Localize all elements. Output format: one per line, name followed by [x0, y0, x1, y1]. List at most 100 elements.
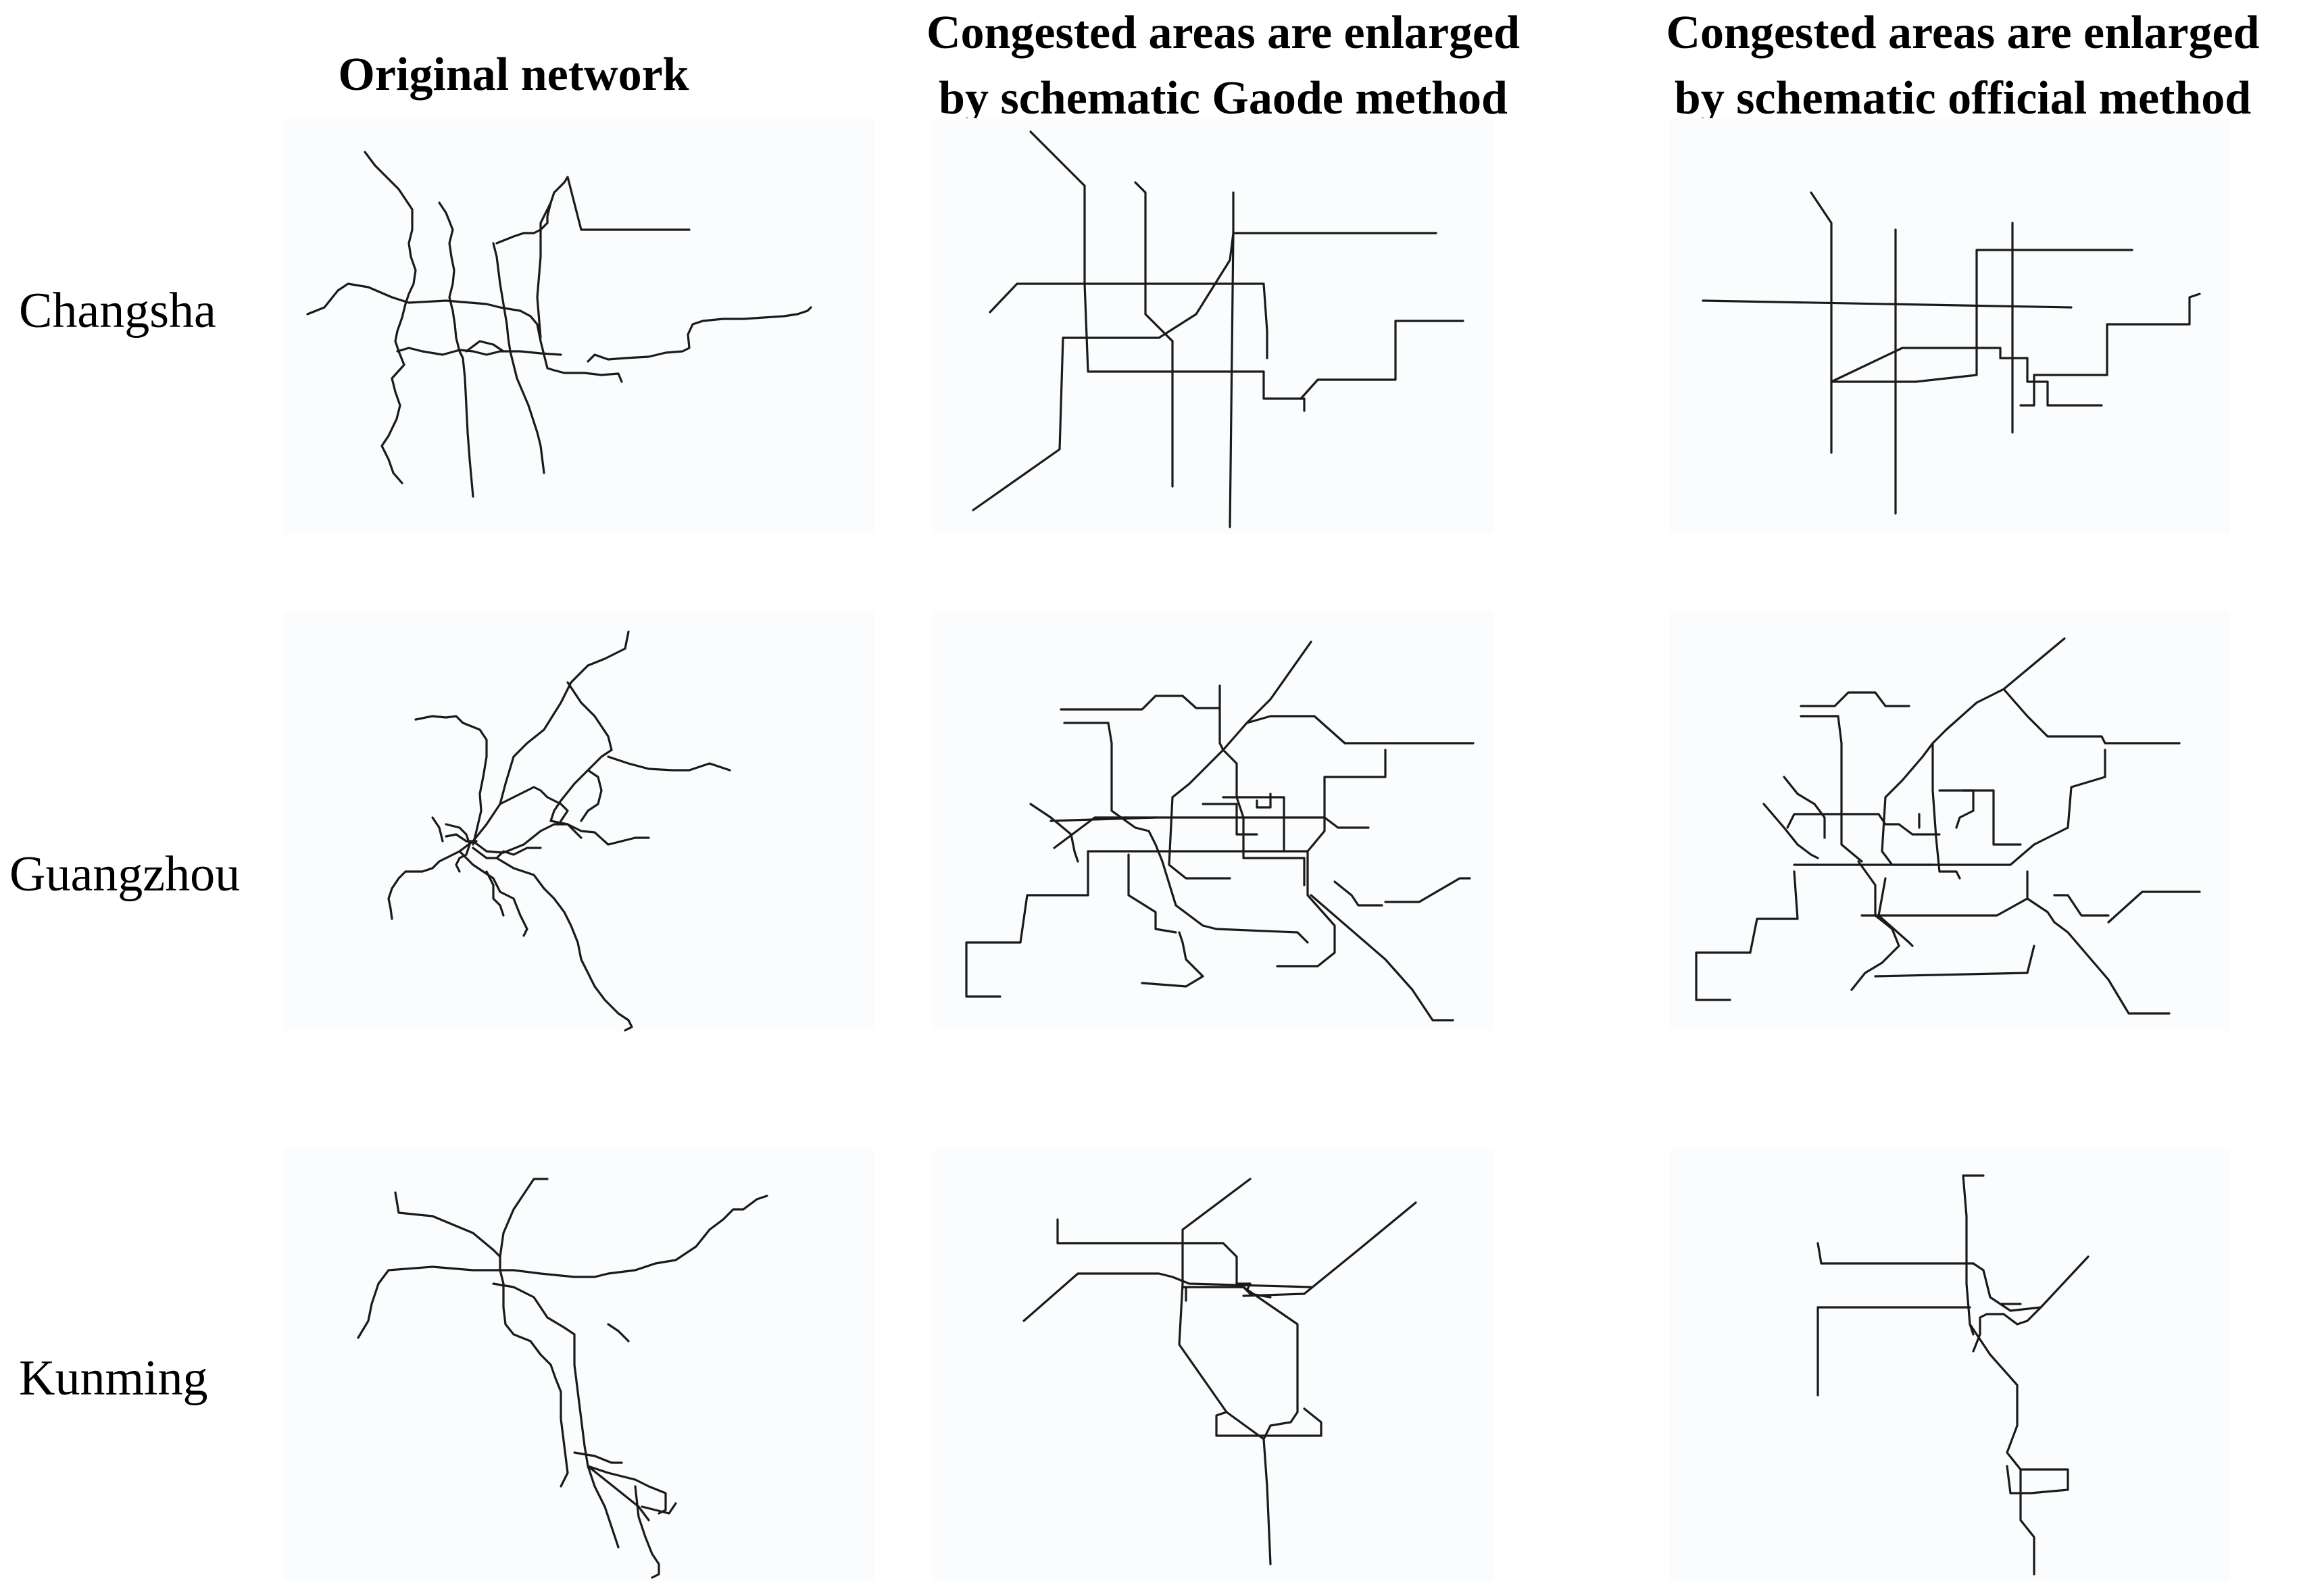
guangzhou-official-network: [1695, 637, 2201, 1015]
metro-line: [1931, 637, 2066, 745]
metro-line: [580, 769, 603, 822]
metro-line: [1229, 191, 1235, 528]
metro-line: [1300, 320, 1464, 400]
metro-line: [1931, 742, 1961, 880]
panel-kunming-original: [284, 1149, 875, 1581]
metro-line: [1783, 776, 1826, 839]
metro-line: [1202, 803, 1258, 836]
metro-line: [1141, 975, 1204, 988]
metro-line: [2053, 894, 2110, 917]
metro-line: [1384, 877, 1471, 903]
metro-line: [1029, 130, 1306, 412]
metro-line: [1181, 1286, 1299, 1565]
metro-line: [1793, 749, 2106, 866]
metro-line: [445, 823, 471, 873]
metro-line: [549, 820, 650, 846]
metro-line: [2107, 890, 2201, 924]
metro-line: [1256, 793, 1272, 809]
metro-line: [1955, 789, 1975, 829]
metro-line: [306, 282, 623, 383]
metro-line: [1786, 813, 1941, 836]
metro-line: [587, 1465, 640, 1508]
metro-line: [1022, 1272, 1312, 1322]
kunming-official-network: [1816, 1174, 2090, 1576]
metro-line: [573, 1451, 623, 1464]
metro-line: [1914, 249, 2133, 383]
metro-line: [1816, 1242, 1975, 1265]
metro-line: [1063, 722, 1164, 863]
metro-line: [364, 151, 417, 484]
metro-line: [1695, 870, 1799, 1001]
metro-line: [2006, 1465, 2069, 1494]
metro-line: [1134, 181, 1174, 488]
metro-line: [989, 282, 1268, 359]
metro-line: [1168, 336, 1174, 343]
metro-line: [1877, 877, 1914, 947]
metro-line: [1850, 945, 1900, 991]
header-gaode-method: Congested areas are enlarged by schemati…: [831, 0, 1615, 131]
metro-line: [1178, 931, 1204, 978]
metro-line: [536, 201, 552, 339]
header-official-line-1: Congested areas are enlarged: [1666, 7, 2260, 59]
header-gaode-line-1: Congested areas are enlarged: [926, 7, 1521, 59]
panel-guangzhou-original: [284, 611, 875, 1032]
metro-line: [1053, 816, 1370, 849]
metro-line: [445, 833, 478, 843]
metro-line: [1225, 1411, 1265, 1440]
metro-line: [965, 850, 1089, 998]
row-label-guangzhou: Guangzhou: [9, 847, 241, 902]
panel-guangzhou-gaode: [933, 611, 1493, 1030]
metro-line: [1060, 695, 1221, 711]
metro-line: [1800, 715, 1863, 863]
metro-line: [1972, 1255, 2090, 1353]
metro-line: [1999, 1303, 2042, 1312]
metro-line: [1168, 749, 1231, 880]
metro-line: [492, 242, 545, 474]
metro-line: [1218, 684, 1225, 751]
metro-line: [414, 715, 488, 846]
metro-line: [495, 857, 633, 1032]
metro-line: [607, 755, 731, 772]
metro-line: [607, 1323, 630, 1342]
metro-line: [641, 1502, 677, 1515]
panel-guangzhou-official: [1669, 611, 2230, 1030]
metro-line: [1857, 860, 1900, 947]
metro-line: [1702, 299, 2073, 309]
metro-line: [431, 816, 444, 843]
metro-line: [1860, 870, 2029, 917]
metro-line: [1810, 191, 1833, 454]
metro-line: [1762, 803, 1819, 859]
metro-line: [1087, 749, 1387, 853]
metro-line: [1972, 1262, 2022, 1305]
metro-line: [465, 340, 505, 353]
metro-line: [634, 1485, 660, 1579]
metro-line: [438, 201, 474, 498]
metro-line: [458, 630, 630, 853]
metro-line: [1029, 803, 1079, 863]
header-gaode-line-2: by schematic Gaode method: [939, 72, 1508, 124]
header-official-method: Congested areas are enlarged by schemati…: [1602, 0, 2324, 131]
metro-line: [1874, 945, 2035, 978]
metro-line: [1310, 894, 1454, 1022]
metro-line: [1222, 796, 1285, 853]
panel-changsha-original: [284, 118, 875, 534]
header-official-line-2: by schematic official method: [1674, 72, 2252, 124]
metro-line: [1161, 860, 1218, 930]
metro-line: [485, 870, 505, 917]
metro-line: [1049, 816, 1157, 822]
metro-line: [1962, 1174, 2035, 1576]
panel-changsha-official: [1669, 118, 2230, 534]
metro-line: [1881, 742, 1934, 866]
row-label-changsha: Changsha: [19, 283, 216, 338]
header-original-network-line-1: Original network: [338, 49, 689, 101]
metro-line: [2019, 293, 2201, 407]
metro-line: [387, 850, 461, 920]
panel-kunming-official: [1669, 1149, 2230, 1581]
metro-line: [1333, 880, 1383, 907]
header-original-network: Original network: [284, 42, 743, 107]
metro-line: [1245, 715, 1475, 745]
metro-line: [495, 176, 691, 245]
metro-line: [458, 850, 528, 937]
metro-line: [1242, 1201, 1417, 1297]
metro-line: [394, 1191, 569, 1488]
